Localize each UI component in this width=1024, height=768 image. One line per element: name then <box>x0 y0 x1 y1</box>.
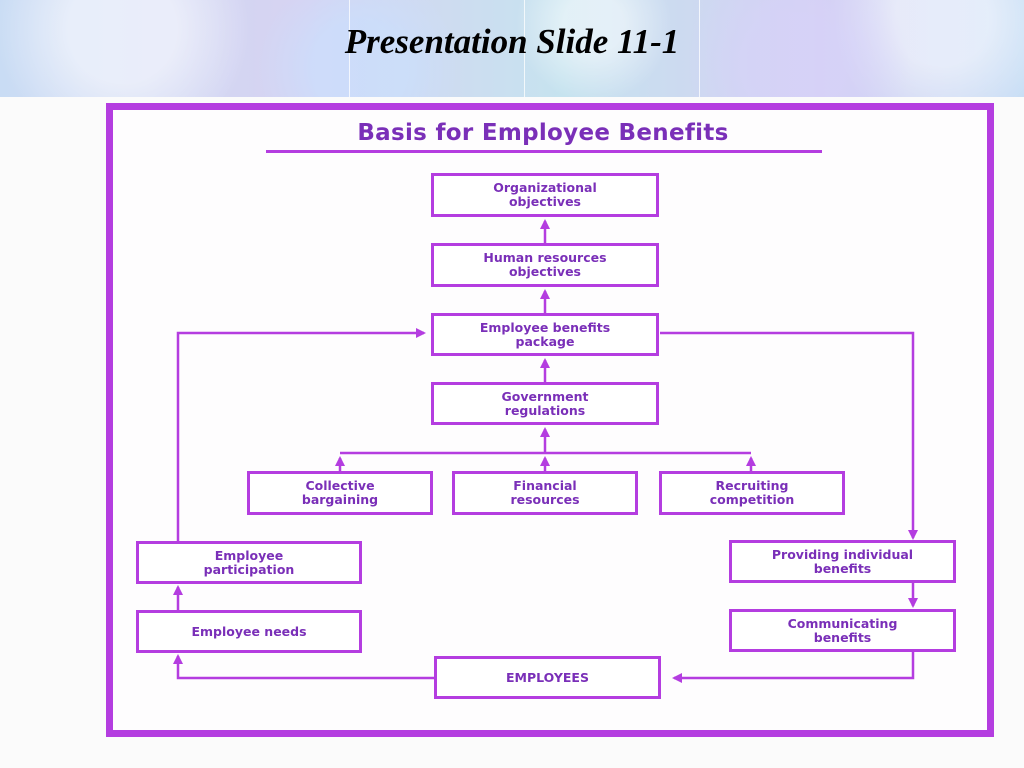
node-label: Employee benefits package <box>479 319 611 349</box>
arrow-package-to-providing <box>660 331 918 540</box>
node-label: Organizational objectives <box>493 180 597 209</box>
node-label: Employee participation <box>203 547 295 577</box>
banner-seam <box>699 0 700 97</box>
node-hr-objectives: Human resources objectives <box>431 243 659 287</box>
banner-seam <box>524 0 525 97</box>
node-label: Employee needs <box>191 623 307 639</box>
diagram-title: Basis for Employee Benefits <box>357 120 729 146</box>
node-providing-individual-benefits: Providing individual benefits <box>729 540 956 583</box>
node-label: Providing individual benefits <box>771 546 914 576</box>
node-label: EMPLOYEES <box>506 669 589 685</box>
slide-title: Presentation Slide 11-1 <box>344 22 680 61</box>
node-label: Collective bargaining <box>301 478 379 507</box>
node-employee-participation: Employee participation <box>136 541 362 584</box>
node-collective-bargaining: Collective bargaining <box>247 471 433 515</box>
node-communicating-benefits: Communicating benefits <box>729 609 956 652</box>
arrow-communicating-to-employees <box>672 652 915 683</box>
arrow-participation-to-package <box>176 328 426 541</box>
node-financial-resources: Financial resources <box>452 471 638 515</box>
arrow-employees-to-needs <box>173 654 434 680</box>
node-employees: EMPLOYEES <box>434 656 661 699</box>
title-underline <box>266 150 822 153</box>
node-label: Human resources objectives <box>483 250 607 279</box>
node-recruiting-competition: Recruiting competition <box>659 471 845 515</box>
node-label: Communicating benefits <box>787 615 898 645</box>
node-employee-needs: Employee needs <box>136 610 362 653</box>
node-benefits-package: Employee benefits package <box>431 313 659 356</box>
node-label: Recruiting competition <box>709 478 795 507</box>
node-label: Financial resources <box>510 478 580 507</box>
node-label: Government regulations <box>501 388 589 418</box>
slide-header-banner <box>0 0 1024 97</box>
banner-seam <box>349 0 350 97</box>
node-organizational-objectives: Organizational objectives <box>431 173 659 217</box>
node-government-regulations: Government regulations <box>431 382 659 425</box>
